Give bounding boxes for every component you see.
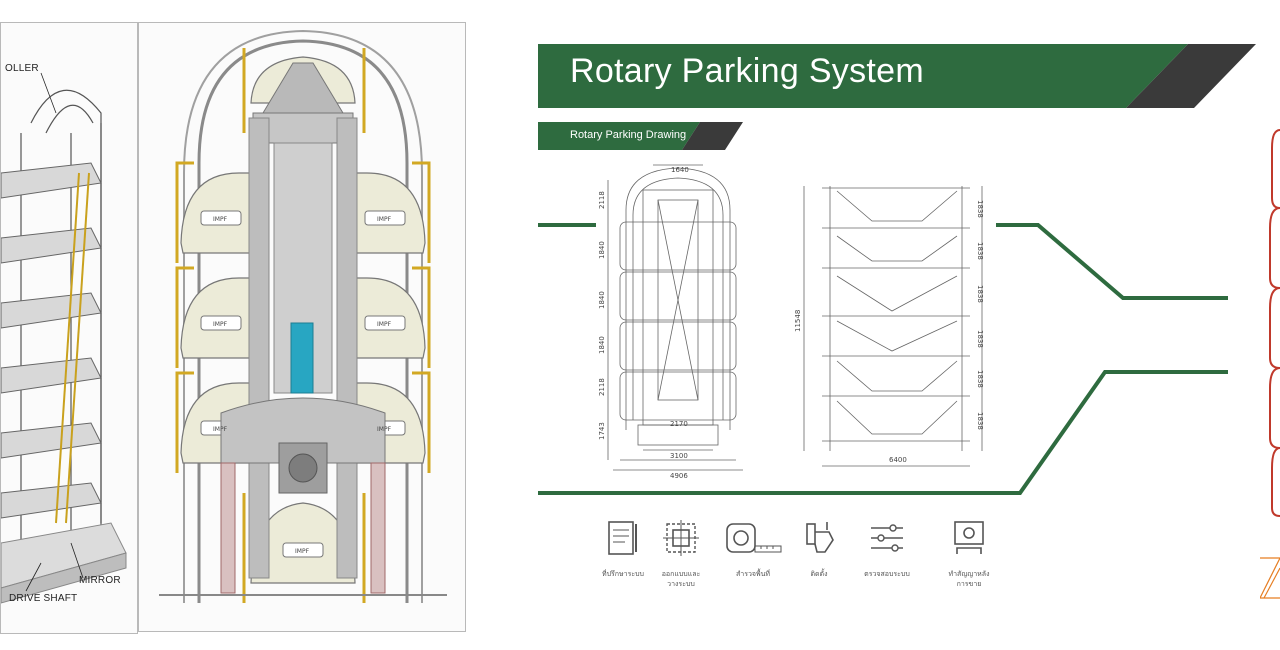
front-dim-bottom-1: 3100	[670, 452, 688, 460]
side-dim-right-1: 1838	[976, 242, 984, 260]
svg-text:IMPF: IMPF	[213, 216, 228, 223]
connector-lines	[538, 223, 1228, 495]
front-dim-left-1: 1840	[598, 241, 606, 259]
car-badges: IMPF IMPF IMPF IMPF IMPF IMPF IMPF	[213, 216, 392, 555]
side-dim-left-0: 11548	[794, 310, 802, 332]
front-dim-top-0: 1640	[671, 166, 689, 174]
document-icon	[608, 521, 637, 555]
side-dim-bottom-0: 6400	[889, 456, 907, 464]
main-title-banner	[538, 44, 1256, 108]
install-tools-icon	[806, 522, 834, 553]
side-dim-right-2: 1838	[976, 285, 984, 303]
drawing-subtitle: Rotary Parking Drawing	[570, 129, 687, 141]
label-mirror: MIRROR	[79, 575, 121, 586]
red-structure-partial	[1260, 129, 1280, 599]
front-dim-left-2: 1840	[598, 291, 606, 309]
side-elevation-drawing: 11548 1838 1838 1838 1838 1838 1838 6400	[794, 186, 984, 467]
sub-title-banner	[538, 122, 743, 150]
front-dim-left-3: 1840	[598, 336, 606, 354]
blueprint-icon	[663, 520, 699, 556]
front-view-cars-drawing: IMPF IMPF IMPF IMPF IMPF IMPF IMPF	[159, 29, 447, 603]
svg-text:IMPF: IMPF	[377, 321, 392, 328]
process-step-survey: สำรวจพื้นที่	[718, 518, 788, 579]
label-roller: OLLER	[5, 63, 39, 74]
svg-text:IMPF: IMPF	[295, 548, 310, 555]
process-caption: สำรวจพื้นที่	[735, 570, 770, 578]
process-caption: ทำสัญญาหลัง การขาย	[948, 570, 990, 588]
process-caption: ออกแบบและ วางระบบ	[661, 570, 701, 588]
svg-text:IMPF: IMPF	[213, 321, 228, 328]
process-step-inspect: ตรวจสอบระบบ	[852, 518, 922, 579]
sliders-icon	[871, 524, 903, 552]
label-drive-shaft: DRIVE SHAFT	[9, 593, 78, 604]
svg-text:IMPF: IMPF	[377, 216, 392, 223]
front-dim-bottom-2: 4906	[670, 472, 688, 480]
page-title: Rotary Parking System	[570, 52, 924, 90]
front-dim-left-4: 2118	[598, 378, 606, 396]
process-step-design: ออกแบบและ วางระบบ	[646, 518, 716, 589]
isometric-structure-drawing	[1, 72, 127, 604]
measure-tape-icon	[726, 523, 782, 553]
process-step-consult: ที่ปรึกษาระบบ	[588, 518, 658, 579]
service-icon	[954, 521, 984, 554]
svg-text:IMPF: IMPF	[213, 426, 228, 433]
side-dim-right-4: 1838	[976, 370, 984, 388]
front-dim-left-5: 1743	[598, 422, 606, 440]
process-step-install: ติดตั้ง	[784, 518, 854, 579]
process-caption: ติดตั้ง	[810, 570, 828, 578]
front-elevation-drawing: 1640 2118 1840 1840 1840 2118 1743 2170 …	[598, 164, 743, 480]
front-dim-bottom-0: 2170	[670, 420, 688, 428]
process-step-after-sales: ทำสัญญาหลัง การขาย	[934, 518, 1004, 589]
front-dim-left-0: 2118	[598, 191, 606, 209]
svg-text:IMPF: IMPF	[377, 426, 392, 433]
front-view-cars-panel: IMPF IMPF IMPF IMPF IMPF IMPF IMPF	[138, 22, 466, 632]
process-caption: ตรวจสอบระบบ	[864, 570, 910, 578]
isometric-structure-panel: OLLER MIRROR DRIVE SHAFT	[0, 22, 138, 634]
process-caption: ที่ปรึกษาระบบ	[601, 570, 644, 578]
side-dim-right-5: 1838	[976, 412, 984, 430]
side-dim-right-3: 1838	[976, 330, 984, 348]
side-dim-right-0: 1838	[976, 200, 984, 218]
